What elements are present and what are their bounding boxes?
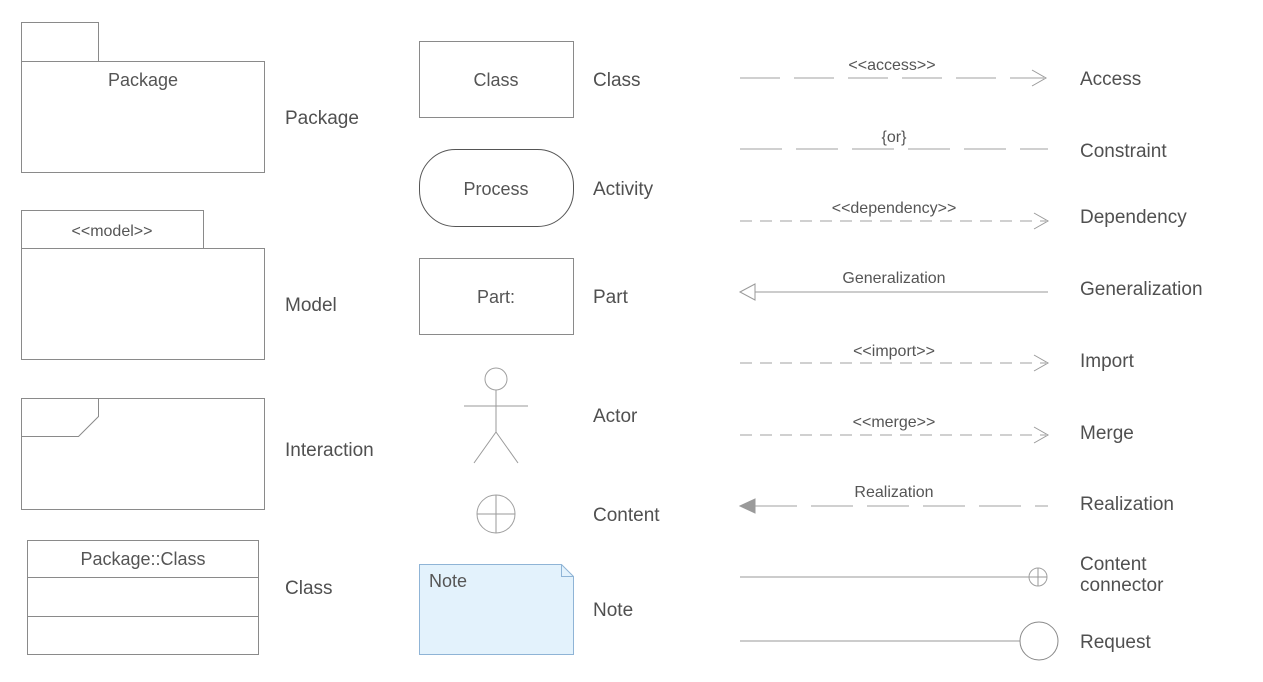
model-label: Model: [285, 295, 337, 316]
class-shape-text: Class: [473, 70, 518, 90]
constraint-connector-text: {or}: [882, 129, 908, 146]
part-label: Part: [593, 287, 629, 308]
circle-plus-small-icon: [1028, 567, 1048, 587]
realization-connector-text: Realization: [854, 484, 933, 501]
note-label: Note: [593, 600, 633, 621]
realization-connector[interactable]: Realization: [738, 484, 1048, 514]
part-shape[interactable]: Part:: [419, 258, 574, 335]
request-circle-icon: [1019, 621, 1059, 661]
dependency-label: Dependency: [1080, 207, 1187, 228]
note-shape[interactable]: Note: [419, 564, 574, 655]
activity-shape[interactable]: Process: [419, 149, 574, 227]
generalization-connector-text: Generalization: [842, 270, 945, 287]
generalization-label: Generalization: [1080, 279, 1203, 300]
package-shape-text: Package: [108, 70, 178, 90]
interaction-shape[interactable]: [21, 398, 265, 510]
circle-plus-icon[interactable]: [476, 494, 516, 534]
content-label: Content: [593, 505, 660, 526]
class-shape[interactable]: Class: [419, 41, 574, 118]
interaction-label: Interaction: [285, 440, 374, 461]
access-connector[interactable]: <<access>>: [740, 57, 1048, 87]
actor-icon[interactable]: [464, 367, 528, 464]
package-class-shape-text: Package::Class: [80, 549, 205, 569]
import-label: Import: [1080, 351, 1135, 372]
import-connector-text: <<import>>: [853, 343, 935, 360]
realization-label: Realization: [1080, 494, 1174, 515]
access-connector-text: <<access>>: [848, 57, 935, 74]
content-connector-label-line1: Content: [1080, 554, 1147, 575]
package-label: Package: [285, 108, 359, 129]
part-shape-text: Part:: [477, 287, 515, 307]
note-shape-text: Note: [429, 571, 467, 591]
merge-connector-text: <<merge>>: [853, 414, 936, 431]
content-connector[interactable]: [740, 567, 1048, 587]
class-label: Class: [593, 70, 641, 91]
access-label: Access: [1080, 69, 1141, 90]
generalization-connector[interactable]: Generalization: [738, 270, 1048, 301]
dependency-connector[interactable]: <<dependency>>: [740, 200, 1050, 230]
constraint-connector[interactable]: {or}: [740, 129, 1048, 150]
content-connector-label-line2: connector: [1080, 575, 1164, 596]
activity-label: Activity: [593, 179, 654, 200]
package-class-shape[interactable]: Package::Class: [27, 540, 259, 655]
merge-connector[interactable]: <<merge>>: [740, 414, 1050, 444]
request-connector[interactable]: [740, 621, 1059, 661]
constraint-label: Constraint: [1080, 141, 1167, 162]
import-connector[interactable]: <<import>>: [740, 343, 1050, 372]
merge-label: Merge: [1080, 423, 1134, 444]
package-class-label: Class: [285, 578, 333, 599]
actor-label: Actor: [593, 406, 638, 427]
model-shape[interactable]: <<model>>: [21, 210, 265, 360]
dependency-connector-text: <<dependency>>: [832, 200, 957, 217]
activity-shape-text: Process: [463, 179, 528, 199]
package-shape[interactable]: Package: [21, 22, 265, 173]
model-shape-text: <<model>>: [72, 223, 153, 240]
request-label: Request: [1080, 632, 1151, 653]
